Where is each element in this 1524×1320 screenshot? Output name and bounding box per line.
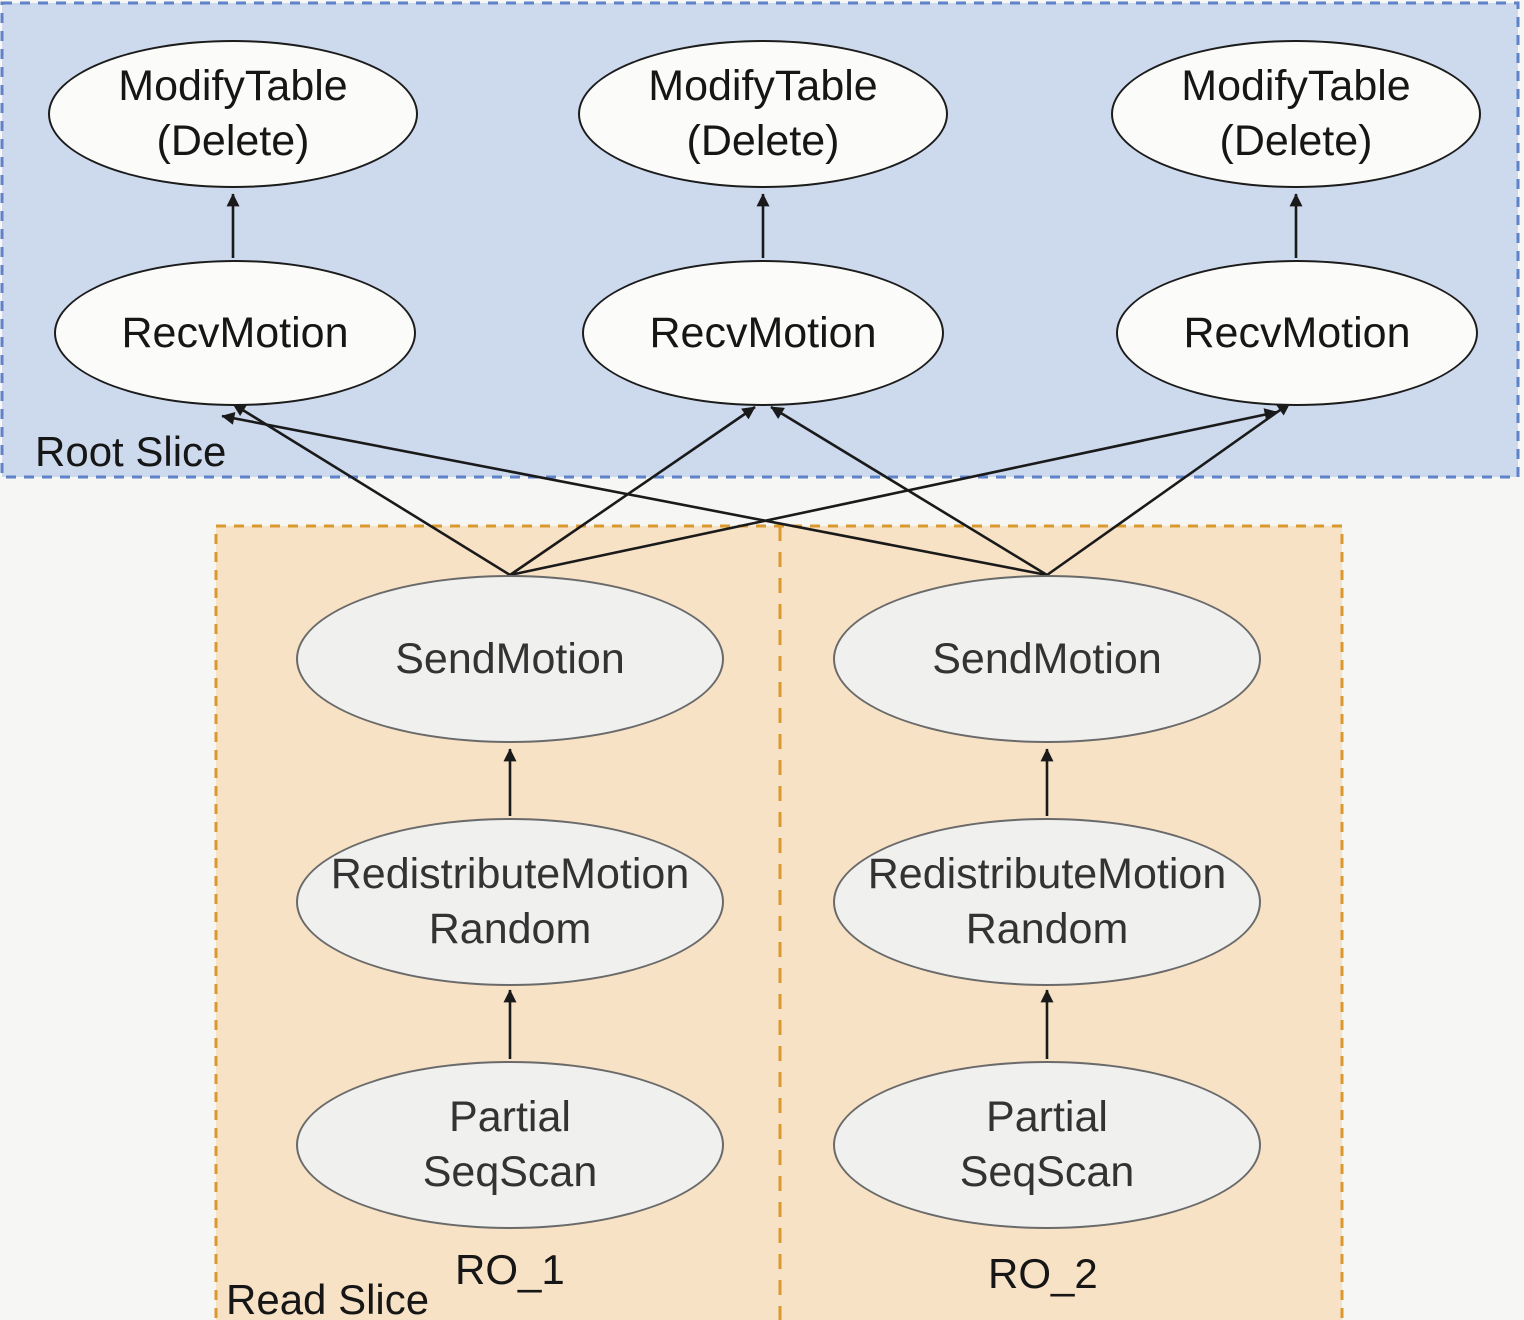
node-label-line: ModifyTable xyxy=(648,62,878,110)
node-label-line: Random xyxy=(428,905,592,953)
node-label-line: (Delete) xyxy=(1219,117,1373,165)
segment-label-ro1: RO_1 xyxy=(455,1246,565,1293)
node-label-line: SeqScan xyxy=(959,1148,1135,1196)
read-slice-label: Read Slice xyxy=(226,1276,430,1320)
node-recv-motion-3: RecvMotion xyxy=(1116,260,1478,406)
node-modify-table-1: ModifyTable (Delete) xyxy=(48,40,418,188)
node-send-motion-2: SendMotion xyxy=(833,575,1261,743)
node-label-line: RecvMotion xyxy=(649,308,877,357)
node-label-line: RecvMotion xyxy=(1183,308,1411,357)
node-label-line: SendMotion xyxy=(932,634,1162,683)
node-label-line: ModifyTable xyxy=(1181,62,1411,110)
node-label-line: RedistributeMotion xyxy=(330,850,690,898)
node-redistribute-motion-2: RedistributeMotion Random xyxy=(833,818,1261,986)
node-modify-table-3: ModifyTable (Delete) xyxy=(1111,40,1481,188)
node-modify-table-2: ModifyTable (Delete) xyxy=(578,40,948,188)
edge-send1-recv2 xyxy=(509,405,756,577)
node-label-line: (Delete) xyxy=(156,117,310,165)
node-send-motion-1: SendMotion xyxy=(296,575,724,743)
edge-send2-recv2 xyxy=(770,405,1048,577)
segment-label-ro2: RO_2 xyxy=(988,1250,1098,1297)
edge-send1-recv1 xyxy=(232,402,511,577)
root-slice-label: Root Slice xyxy=(35,428,227,475)
node-label-line: ModifyTable xyxy=(118,62,348,110)
node-label-line: Random xyxy=(965,905,1129,953)
edge-send2-recv1 xyxy=(221,411,1048,577)
node-label-line: Partial xyxy=(449,1093,571,1141)
node-recv-motion-2: RecvMotion xyxy=(582,260,944,406)
node-label-line: SendMotion xyxy=(395,634,625,683)
node-label-line: Partial xyxy=(986,1093,1108,1141)
node-label-line: RedistributeMotion xyxy=(867,850,1227,898)
edge-send1-recv3 xyxy=(509,408,1278,577)
node-recv-motion-1: RecvMotion xyxy=(54,260,416,406)
node-label-line: (Delete) xyxy=(686,117,840,165)
node-partial-seqscan-1: Partial SeqScan xyxy=(296,1061,724,1229)
node-label-line: RecvMotion xyxy=(121,308,349,357)
node-redistribute-motion-1: RedistributeMotion Random xyxy=(296,818,724,986)
node-partial-seqscan-2: Partial SeqScan xyxy=(833,1061,1261,1229)
node-label-line: SeqScan xyxy=(422,1148,598,1196)
edge-send2-recv3 xyxy=(1046,401,1291,577)
